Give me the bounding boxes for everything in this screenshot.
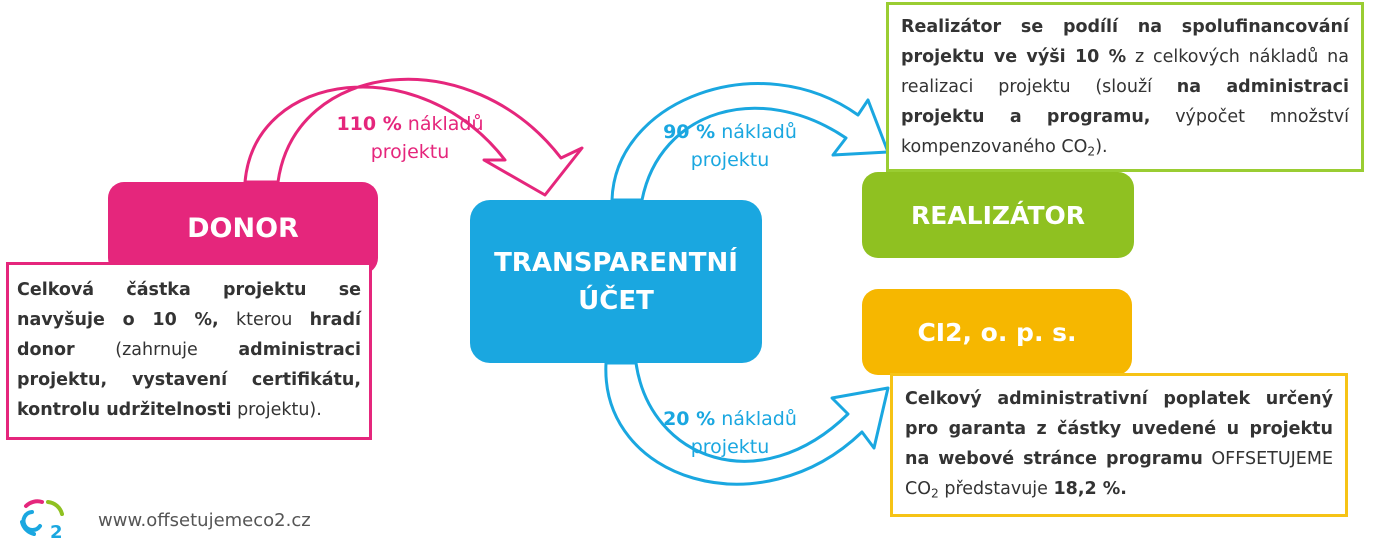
realizator-desc-text-2: výpočet množství kompenzovaného CO: [901, 107, 1349, 157]
realizator-title: REALIZÁTOR: [911, 200, 1085, 230]
ci2-arrow-text: nákladů: [715, 408, 797, 430]
donor-desc-bold-1: Celková částka projektu se navyšuje o 10…: [17, 280, 361, 330]
donor-desc-text-3: projektu).: [231, 400, 322, 420]
transparent-account-box: TRANSPARENTNÍ ÚČET: [470, 200, 762, 363]
realizator-description: Realizátor se podílí na spolufinancování…: [886, 2, 1364, 172]
donor-desc-text-2: (zahrnuje: [74, 340, 239, 360]
donor-to-ucet-arrow: [243, 77, 584, 197]
realizator-arrow-pct: 90 %: [663, 121, 716, 143]
donor-desc-bold-3: administraci projektu, vystavení certifi…: [17, 340, 361, 420]
donor-arrow-text2: projektu: [370, 141, 450, 163]
ci2-arrow-label: 20 % nákladů projektu: [640, 405, 820, 461]
realizator-desc-text-3: ).: [1095, 137, 1108, 157]
ucet-title-line1: TRANSPARENTNÍ: [494, 247, 738, 278]
ci2-desc-subscript: 2: [931, 486, 939, 501]
ci2-desc-text-1: OFFSETUJEME CO: [905, 449, 1333, 499]
ci2-desc-bold-2: 18,2 %.: [1053, 479, 1127, 499]
realizator-desc-bold-1: Realizátor se podílí na spolufinancování…: [901, 17, 1349, 67]
donor-title: DONOR: [187, 212, 299, 244]
donor-desc-bold-2: hradí donor: [17, 310, 361, 360]
ci2-arrow-pct: 20 %: [663, 408, 716, 430]
ci2-desc-text-2: představuje: [938, 479, 1054, 499]
ucet-to-ci2-arrow: [604, 361, 890, 486]
footer: 2 www.offsetujemeco2.cz: [18, 498, 311, 542]
realizator-desc-text-1: z celkových nákladů na realizaci projekt…: [901, 47, 1349, 97]
donor-arrow-label: 110 % nákladů projektu: [310, 110, 510, 166]
svg-text:2: 2: [50, 522, 63, 542]
realizator-arrow-text2: projektu: [690, 149, 770, 171]
realizator-desc-bold-2: na administraci projektu a programu,: [901, 77, 1349, 127]
realizator-box: REALIZÁTOR: [862, 172, 1134, 258]
ci2-description: Celkový administrativní poplatek určený …: [890, 373, 1348, 517]
realizator-arrow-label: 90 % nákladů projektu: [640, 118, 820, 174]
ci2-box: CI2, o. p. s.: [862, 289, 1132, 375]
donor-description: Celková částka projektu se navyšuje o 10…: [6, 262, 372, 440]
donor-desc-text-1: kterou: [218, 310, 310, 330]
ci2-title: CI2, o. p. s.: [917, 317, 1077, 347]
donor-arrow-pct: 110 %: [336, 113, 402, 135]
realizator-desc-subscript: 2: [1087, 144, 1096, 159]
co2-cycle-logo-icon: 2: [20, 499, 64, 542]
donor-box: DONOR: [108, 182, 378, 274]
ci2-arrow-text2: projektu: [690, 436, 770, 458]
ci2-desc-bold-1: Celkový administrativní poplatek určený …: [905, 389, 1333, 469]
ucet-title-line2: ÚČET: [578, 285, 654, 316]
ucet-to-realizator-arrow: [610, 82, 890, 202]
website-link[interactable]: www.offsetujemeco2.cz: [98, 509, 311, 531]
donor-arrow-text: nákladů: [401, 113, 484, 135]
realizator-arrow-text: nákladů: [715, 121, 797, 143]
